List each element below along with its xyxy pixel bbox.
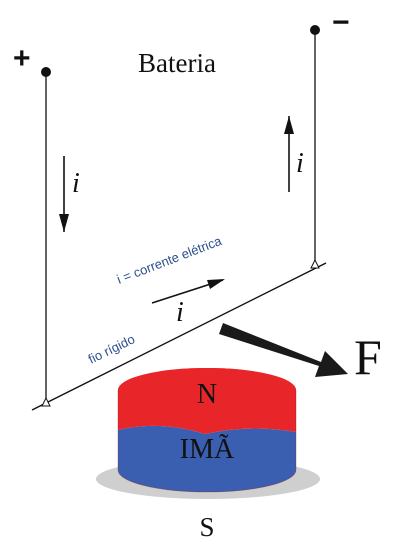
force-arrow-shape <box>219 323 348 377</box>
current-label-wire: i <box>176 297 184 328</box>
magnet-label: IMÃ <box>180 434 235 465</box>
battery-label: Bateria <box>138 48 216 78</box>
current-arrow-left-head <box>59 214 69 232</box>
force-label: F <box>354 329 382 385</box>
positive-sign: + <box>13 42 31 75</box>
current-definition: i = corrente elétrica <box>115 233 225 287</box>
north-pole-label: N <box>197 379 217 410</box>
rigid-wire-line <box>31 262 327 411</box>
negative-sign: − <box>332 6 350 39</box>
magnet <box>96 368 320 499</box>
battery-leads <box>41 25 320 405</box>
right-junction <box>310 258 320 269</box>
negative-terminal <box>310 25 320 35</box>
current-arrow-right-head <box>284 116 294 134</box>
current-arrow-wire-head <box>207 279 225 289</box>
current-arrows <box>59 116 294 304</box>
magnet-top-face <box>118 368 296 412</box>
positive-terminal <box>41 67 51 77</box>
south-pole-label: S <box>199 512 214 542</box>
magnet-outline <box>117 390 297 493</box>
current-label-right: i <box>296 148 304 179</box>
rigid-wire <box>31 258 327 411</box>
force-arrow <box>219 323 348 377</box>
left-junction <box>41 396 51 407</box>
current-label-left: i <box>72 168 80 199</box>
magnet-south-half <box>118 425 296 492</box>
